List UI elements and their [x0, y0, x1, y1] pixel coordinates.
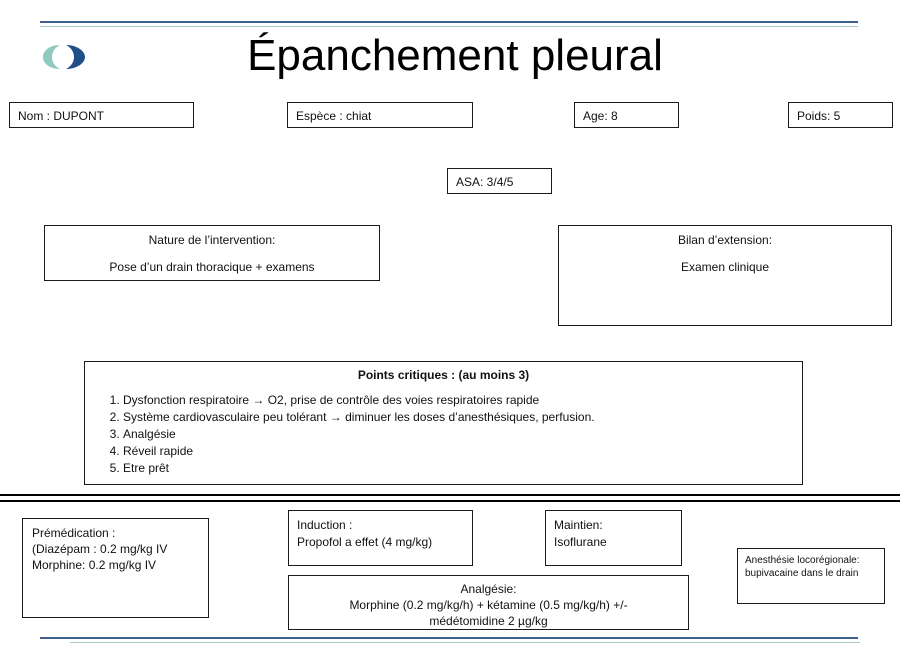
header-rule-light [40, 26, 858, 27]
analgesia-heading: Analgésie: [460, 582, 517, 596]
premedication-line-2: Morphine: 0.2 mg/kg IV [32, 558, 157, 572]
page-title: Épanchement pleural [247, 31, 663, 80]
analgesia-line-1: Morphine (0.2 mg/kg/h) + kétamine (0.5 m… [349, 598, 628, 612]
maintenance-value: Isoflurane [554, 535, 607, 549]
patient-name-field: Nom : DUPONT [9, 102, 194, 128]
regional-anesthesia-heading: Anesthésie locorégionale: [745, 555, 860, 566]
species-field: Espèce : chiat [287, 102, 473, 128]
regional-anesthesia-value: bupivacaine dans le drain [745, 568, 859, 579]
extension-box: Bilan d’extension: Examen clinique [558, 225, 892, 326]
list-item: Dysfonction respiratoire → O2, prise de … [123, 392, 794, 409]
asa-score: ASA: 3/4/5 [456, 175, 514, 189]
induction-value: Propofol a effet (4 mg/kg) [297, 535, 433, 549]
induction-heading: Induction : [297, 518, 353, 532]
premedication-line-1: (Diazépam : 0.2 mg/kg IV [32, 542, 168, 556]
footer-rule [40, 637, 858, 639]
maintenance-box: Maintien: Isoflurane [545, 510, 682, 566]
footer-rule-light [70, 642, 860, 643]
list-item: Réveil rapide [123, 443, 794, 460]
header-rule [40, 21, 858, 23]
intervention-box: Nature de l’intervention: Pose d’un drai… [44, 225, 380, 281]
premedication-box: Prémédication : (Diazépam : 0.2 mg/kg IV… [22, 518, 209, 618]
list-item: Analgésie [123, 426, 794, 443]
species: Espèce : chiat [296, 109, 372, 123]
asa-field: ASA: 3/4/5 [447, 168, 552, 194]
intervention-value: Pose d’un drain thoracique + examens [109, 260, 315, 274]
regional-anesthesia-box: Anesthésie locorégionale: bupivacaine da… [737, 548, 885, 604]
premedication-heading: Prémédication : [32, 526, 116, 540]
list-item: Système cardiovasculaire peu tolérant → … [123, 409, 794, 426]
intervention-heading: Nature de l’intervention: [148, 233, 276, 247]
critical-points-heading: Points critiques : (au moins 3) [357, 368, 530, 382]
logo-icon [43, 45, 85, 69]
maintenance-heading: Maintien: [554, 518, 603, 532]
extension-value: Examen clinique [680, 260, 770, 274]
age: Age: 8 [583, 109, 618, 123]
critical-points-box: Points critiques : (au moins 3) Dysfonct… [84, 361, 803, 485]
induction-box: Induction : Propofol a effet (4 mg/kg) [288, 510, 473, 566]
list-item: Etre prêt [123, 460, 794, 477]
analgesia-box: Analgésie: Morphine (0.2 mg/kg/h) + kéta… [288, 575, 689, 630]
patient-name: Nom : DUPONT [18, 109, 105, 123]
critical-points-list: Dysfonction respiratoire → O2, prise de … [93, 392, 794, 477]
age-field: Age: 8 [574, 102, 679, 128]
weight-field: Poids: 5 [788, 102, 893, 128]
extension-heading: Bilan d’extension: [677, 233, 773, 247]
section-divider-second [0, 500, 900, 502]
section-divider [0, 494, 900, 496]
analgesia-line-2: médétomidine 2 µg/kg [429, 614, 548, 628]
weight: Poids: 5 [797, 109, 841, 123]
